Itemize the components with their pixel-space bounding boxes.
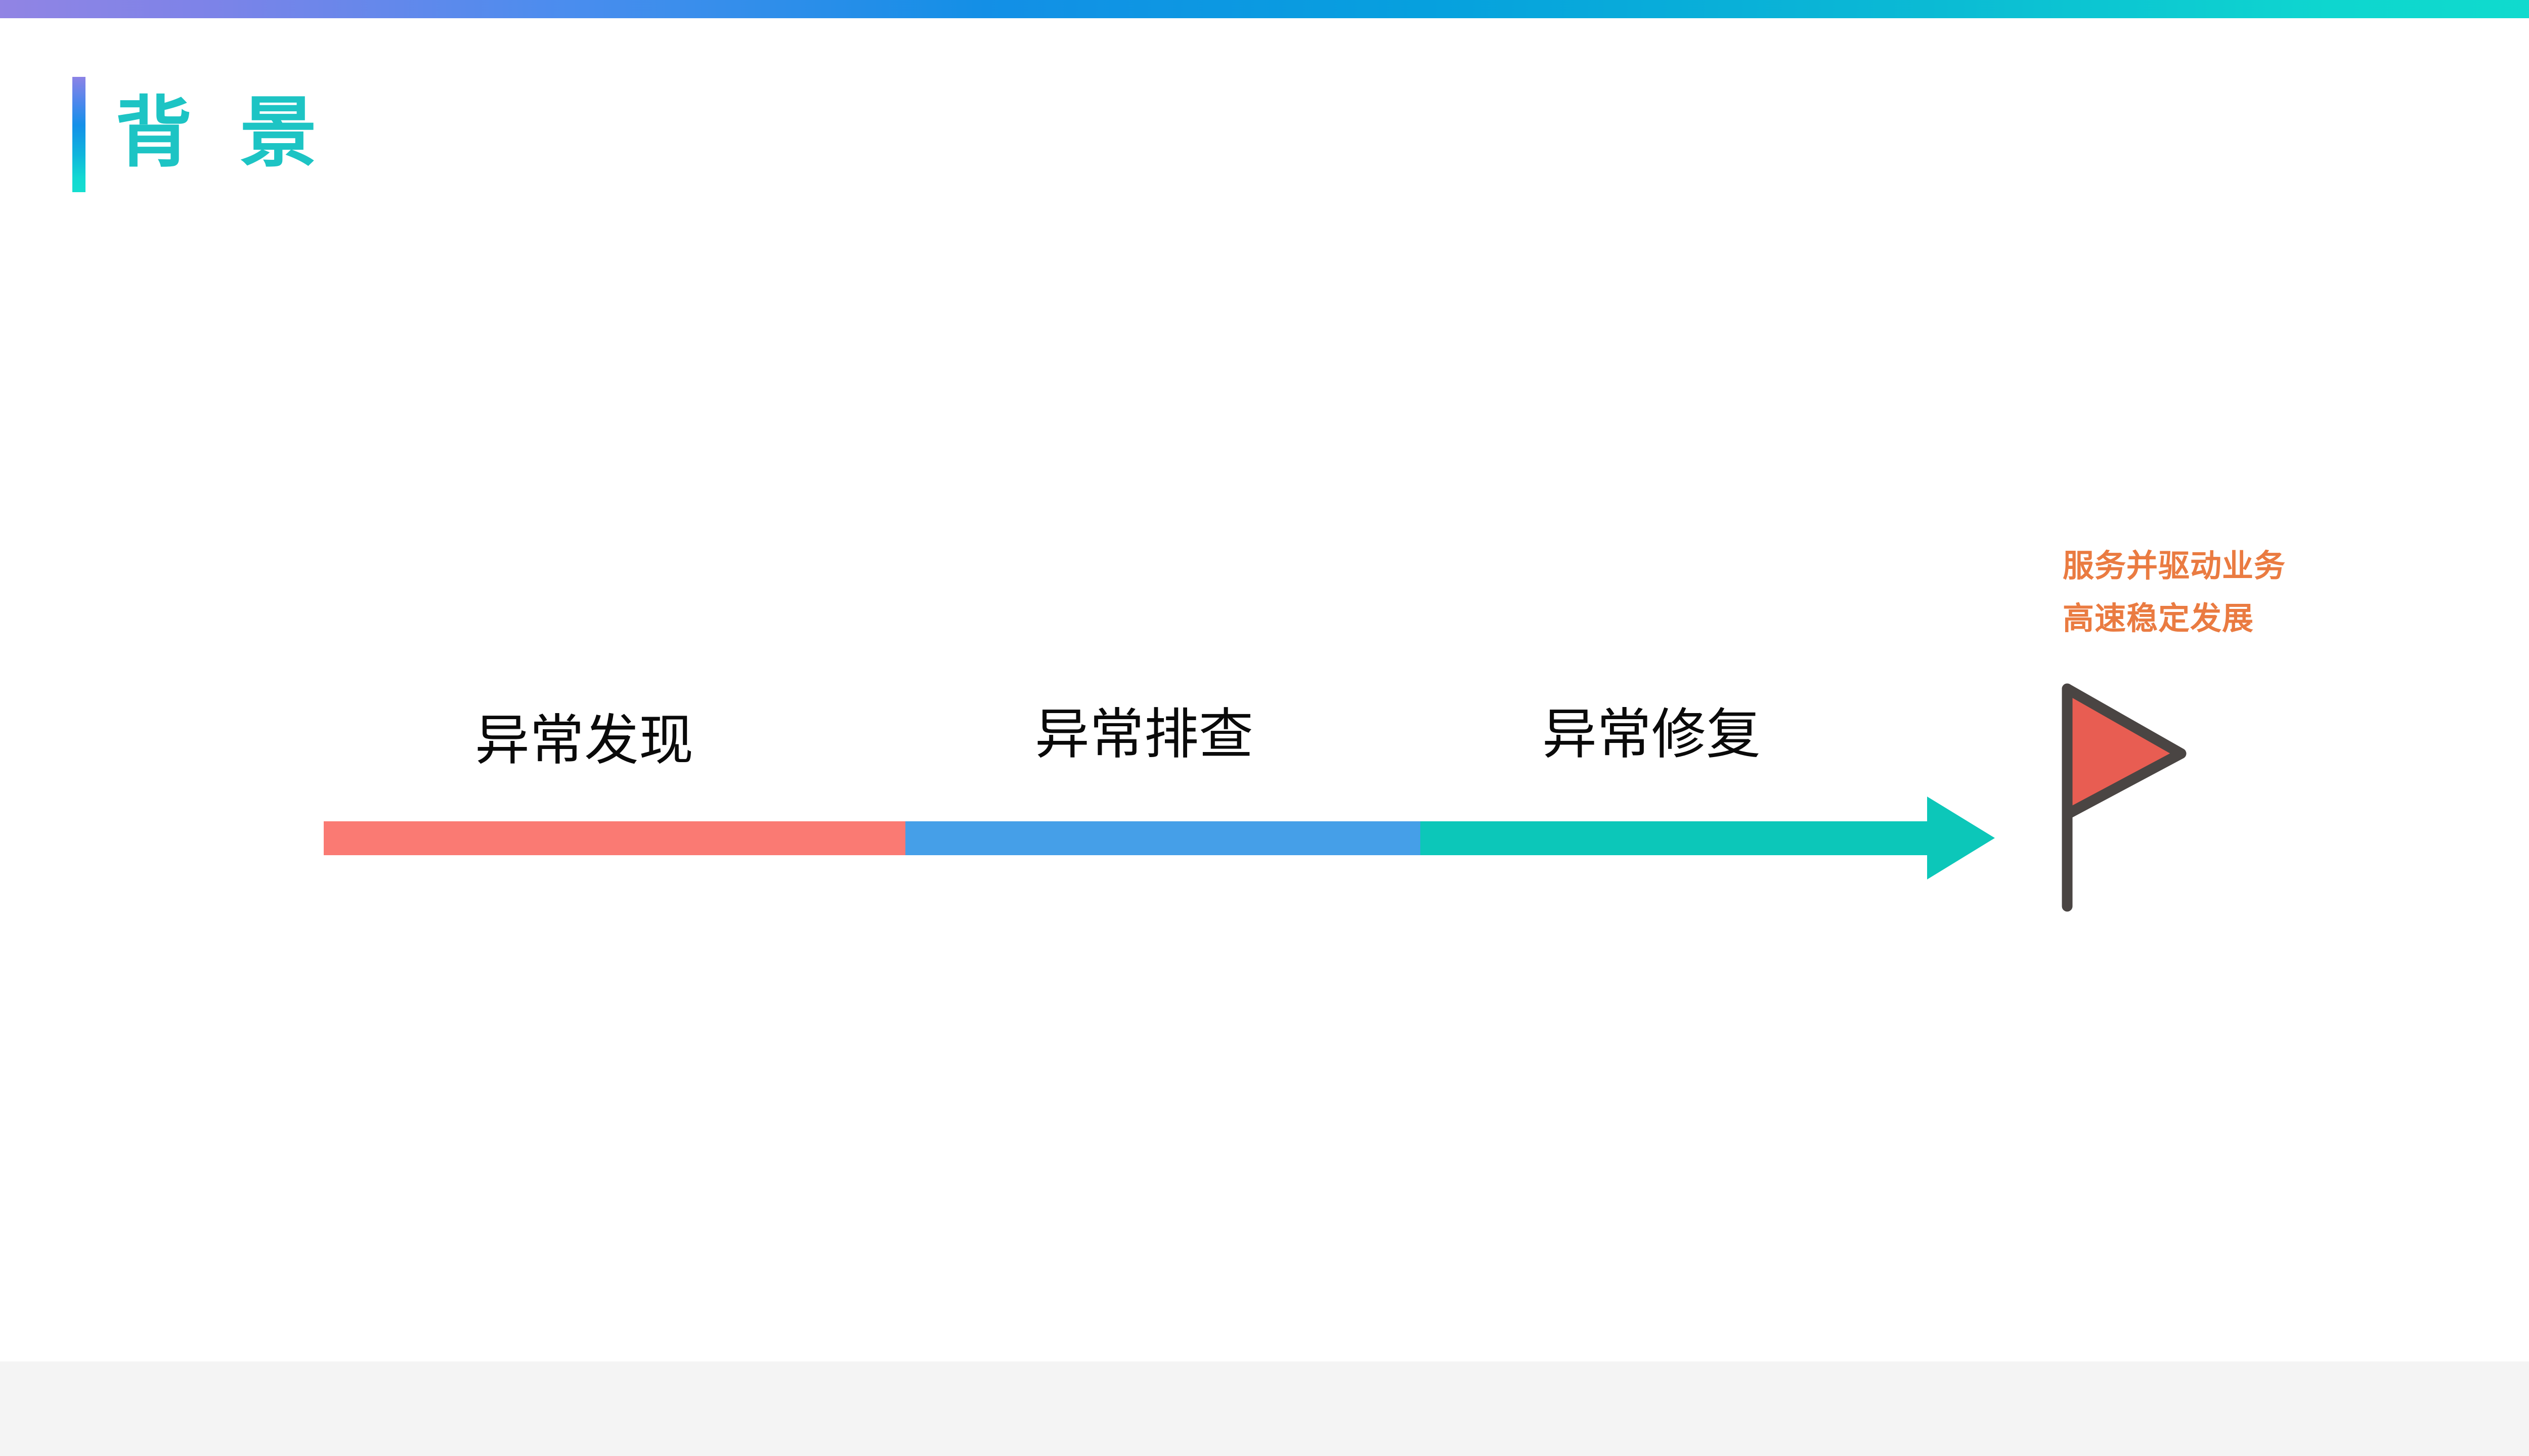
top-gradient-bar: [0, 0, 2529, 18]
stage-label-troubleshooting: 异常排查: [1034, 703, 1254, 765]
timeline-segment-discovery: [324, 821, 905, 855]
goal-callout-line1: 服务并驱动业务: [2063, 549, 2286, 584]
title-accent-bar: [72, 77, 85, 192]
stage-label-repair: 异常修复: [1542, 703, 1761, 765]
goal-callout: 服务并驱动业务 高速稳定发展: [2063, 540, 2286, 645]
goal-callout-line2: 高速稳定发展: [2063, 601, 2254, 636]
goal-flag-icon: [2062, 683, 2187, 912]
timeline-segment-troubleshooting: [905, 821, 1420, 855]
timeline-segment-repair: [1420, 821, 1930, 855]
slide-footer: GMTC 全球大前端技术大会 6 主办方 Geekbang❯. 极客邦科技 In…: [0, 1361, 2529, 1456]
arrow-head-icon: [1927, 797, 1995, 879]
page-title: 背 景: [115, 90, 330, 176]
stage-label-discovery: 异常发现: [474, 710, 694, 771]
